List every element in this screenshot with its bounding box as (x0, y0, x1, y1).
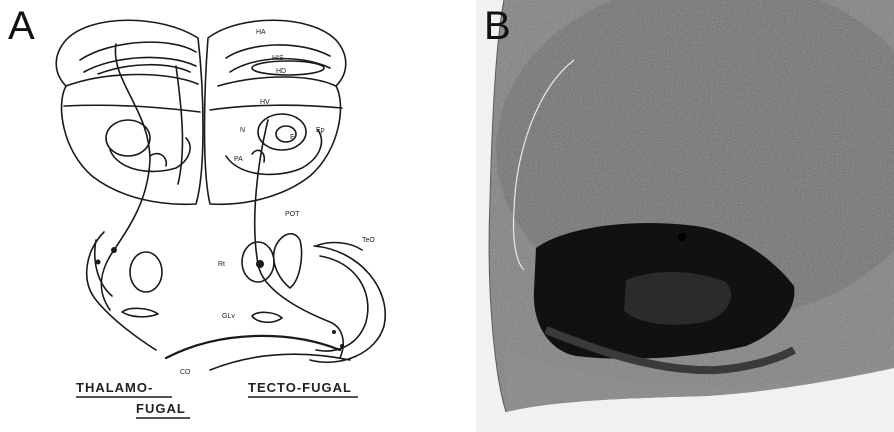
panel-b-micrograph: B (476, 0, 894, 432)
label-glv: GLv (222, 313, 235, 320)
tectofugal-label: TECTO-FUGAL (248, 380, 352, 395)
label-e: E (290, 134, 295, 141)
label-rt: Rt (218, 261, 225, 268)
tectofugal-pathway (166, 120, 385, 370)
label-pa: PA (234, 156, 243, 163)
histology-section-image (476, 0, 894, 432)
label-hd: HD (276, 68, 286, 75)
label-ha: HA (256, 29, 266, 36)
label-hv: HV (260, 99, 270, 106)
panel-a-diagram: A (0, 0, 470, 432)
label-ep: Ep (316, 127, 325, 134)
label-co: CO (180, 369, 191, 376)
thalamofugal-label-line1: THALAMO- (76, 380, 153, 395)
panel-b-letter: B (484, 6, 511, 46)
right-hemisphere (205, 20, 346, 204)
label-n: N (240, 127, 245, 134)
label-pot: POT (285, 211, 300, 218)
pathway-diagram: HA HIS HD HV N E Ep PA POT TeO Rt GLv CO… (0, 0, 470, 432)
thalamofugal-label-line2: FUGAL (136, 401, 186, 416)
label-teo: TeO (362, 237, 375, 244)
label-his: HIS (272, 55, 284, 62)
